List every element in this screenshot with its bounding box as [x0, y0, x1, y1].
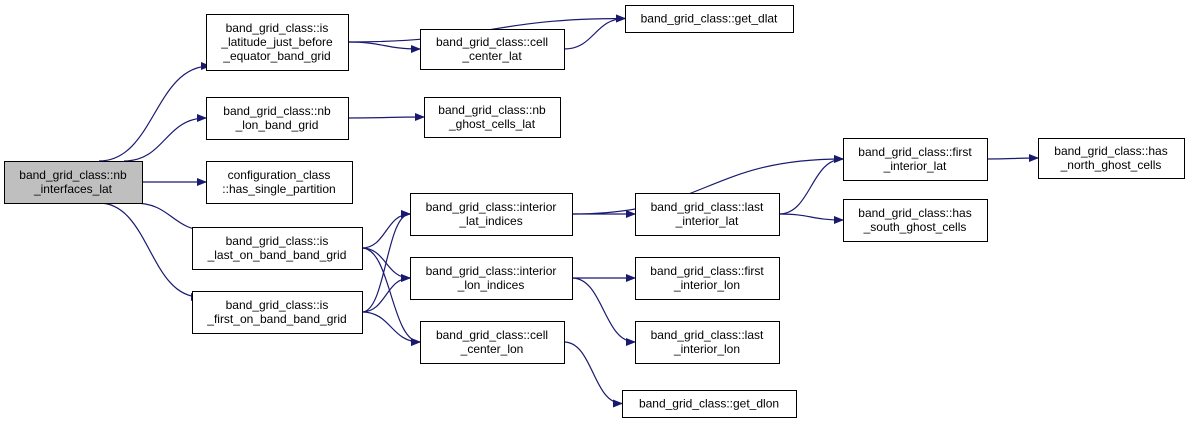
edge-int_lon_idx-to-last_int_lon	[571, 277, 636, 346]
node-label-line: band_grid_class::has	[1054, 144, 1167, 158]
node-label-line: band_grid_class::is	[226, 298, 329, 312]
node-box	[192, 227, 363, 270]
node-label-line: band_grid_class::get_dlon	[639, 397, 779, 411]
node-label-line: _equator_band_grid	[222, 49, 330, 63]
node-label-line: band_grid_class::nb	[223, 104, 331, 118]
node-box	[635, 321, 780, 364]
node-label-line: _interior_lat	[675, 214, 739, 228]
edge-int_lat_idx-to-first_int_lat	[571, 155, 844, 215]
node-box	[410, 193, 573, 236]
node-label-line: band_grid_class::has	[858, 206, 971, 220]
node-label-line: band_grid_class::first	[650, 264, 764, 278]
edge-cell_lat-to-get_dlat	[563, 14, 626, 50]
node-nb_lon[interactable]: band_grid_class::nb_lon_band_grid	[206, 97, 349, 140]
node-box	[420, 321, 565, 364]
node-get_dlon[interactable]: band_grid_class::get_dlon	[622, 390, 797, 418]
node-label-line: band_grid_class::nb	[19, 168, 127, 182]
node-nb_ghost[interactable]: band_grid_class::nb_ghost_cells_lat	[424, 97, 561, 138]
node-label-line: band_grid_class::last	[651, 328, 764, 342]
node-label-line: _interior_lon	[673, 278, 740, 292]
node-label-line: _lon_indices	[457, 278, 525, 292]
node-box	[1038, 138, 1185, 179]
node-label-line: _center_lon	[460, 342, 524, 356]
edge-is_first-to-int_lon_idx	[361, 274, 411, 313]
node-label-line: _lon_band_grid	[235, 118, 319, 132]
edge-cell_lon-to-get_dlon	[563, 341, 623, 408]
node-config[interactable]: configuration_class::has_single_partitio…	[206, 161, 353, 204]
node-label-line: _ghost_cells_lat	[448, 117, 536, 131]
node-label-line: ::has_single_partition	[222, 182, 335, 196]
node-box	[192, 291, 363, 334]
node-last_int_lon[interactable]: band_grid_class::last_interior_lon	[635, 321, 780, 364]
node-label-line: _lat_indices	[458, 214, 522, 228]
node-label-line: _north_ghost_cells	[1060, 158, 1162, 172]
node-box	[635, 193, 780, 236]
edge-root-to-is_first	[98, 202, 201, 301]
node-cell_lon[interactable]: band_grid_class::cell_center_lon	[420, 321, 565, 364]
node-is_first[interactable]: band_grid_class::is_first_on_band_band_g…	[192, 291, 363, 334]
node-box	[625, 5, 794, 33]
node-first_int_lat[interactable]: band_grid_class::first_interior_lat	[843, 138, 988, 181]
edge-root-to-is_lat_before	[98, 62, 211, 162]
node-south_ghost[interactable]: band_grid_class::has_south_ghost_cells	[843, 199, 988, 242]
edge-last_int_lat-to-south_ghost	[778, 213, 844, 224]
node-label-line: _interior_lat	[883, 159, 947, 173]
edge-is_first-to-int_lat_idx	[361, 210, 411, 313]
node-label-line: _latitude_just_before	[220, 35, 333, 49]
node-label-line: band_grid_class::last	[651, 200, 764, 214]
node-box	[843, 199, 988, 242]
edge-first_int_lat-to-north_ghost	[986, 154, 1039, 163]
node-box	[410, 257, 573, 300]
node-box	[206, 14, 349, 71]
node-label-line: _south_ghost_cells	[863, 220, 967, 234]
node-label-line: band_grid_class::first	[858, 145, 972, 159]
node-label-line: band_grid_class::cell	[436, 328, 548, 342]
node-label-line: band_grid_class::interior	[426, 200, 557, 214]
node-label-line: band_grid_class::get_dlat	[641, 12, 778, 26]
node-box	[622, 390, 797, 418]
edge-root-to-nb_lon	[123, 114, 207, 162]
node-label-line: band_grid_class::is	[226, 21, 329, 35]
node-first_int_lon[interactable]: band_grid_class::first_interior_lon	[635, 257, 780, 300]
node-last_int_lat[interactable]: band_grid_class::last_interior_lat	[635, 193, 780, 236]
node-box	[206, 97, 349, 140]
node-get_dlat[interactable]: band_grid_class::get_dlat	[625, 5, 794, 33]
edge-is_last-to-int_lat_idx	[361, 210, 411, 249]
node-label-line: band_grid_class::cell	[436, 35, 548, 49]
node-label-line: _first_on_band_band_grid	[206, 312, 346, 326]
node-label-line: band_grid_class::is	[226, 234, 329, 248]
node-root[interactable]: band_grid_class::nb_interfaces_lat	[4, 161, 143, 204]
node-box	[424, 97, 561, 138]
node-is_last[interactable]: band_grid_class::is_last_on_band_band_gr…	[192, 227, 363, 270]
node-north_ghost[interactable]: band_grid_class::has_north_ghost_cells	[1038, 138, 1185, 179]
node-box	[420, 29, 565, 70]
node-box	[4, 161, 143, 204]
node-int_lat_idx[interactable]: band_grid_class::interior_lat_indices	[410, 193, 573, 236]
node-label-line: band_grid_class::nb	[438, 103, 546, 117]
edge-root-to-is_last	[133, 202, 211, 235]
edge-nb_lon-to-nb_ghost	[347, 113, 425, 122]
node-box	[206, 161, 353, 204]
node-label-line: _center_lat	[461, 49, 522, 63]
node-label-line: band_grid_class::interior	[426, 264, 557, 278]
node-box	[843, 138, 988, 181]
node-label-line: configuration_class	[228, 168, 331, 182]
node-is_lat_before[interactable]: band_grid_class::is_latitude_just_before…	[206, 14, 349, 71]
node-box	[635, 257, 780, 300]
node-label-line: _interior_lon	[673, 342, 740, 356]
node-int_lon_idx[interactable]: band_grid_class::interior_lon_indices	[410, 257, 573, 300]
node-label-line: _interfaces_lat	[33, 182, 113, 196]
edge-last_int_lat-to-first_int_lat	[778, 155, 844, 215]
edge-is_lat_before-to-cell_lat	[347, 41, 421, 53]
node-label-line: _last_on_band_band_grid	[207, 248, 347, 262]
node-cell_lat[interactable]: band_grid_class::cell_center_lat	[420, 29, 565, 70]
nodes-layer: band_grid_class::nb_interfaces_latband_g…	[4, 5, 1185, 418]
edge-is_first-to-cell_lon	[361, 311, 421, 346]
